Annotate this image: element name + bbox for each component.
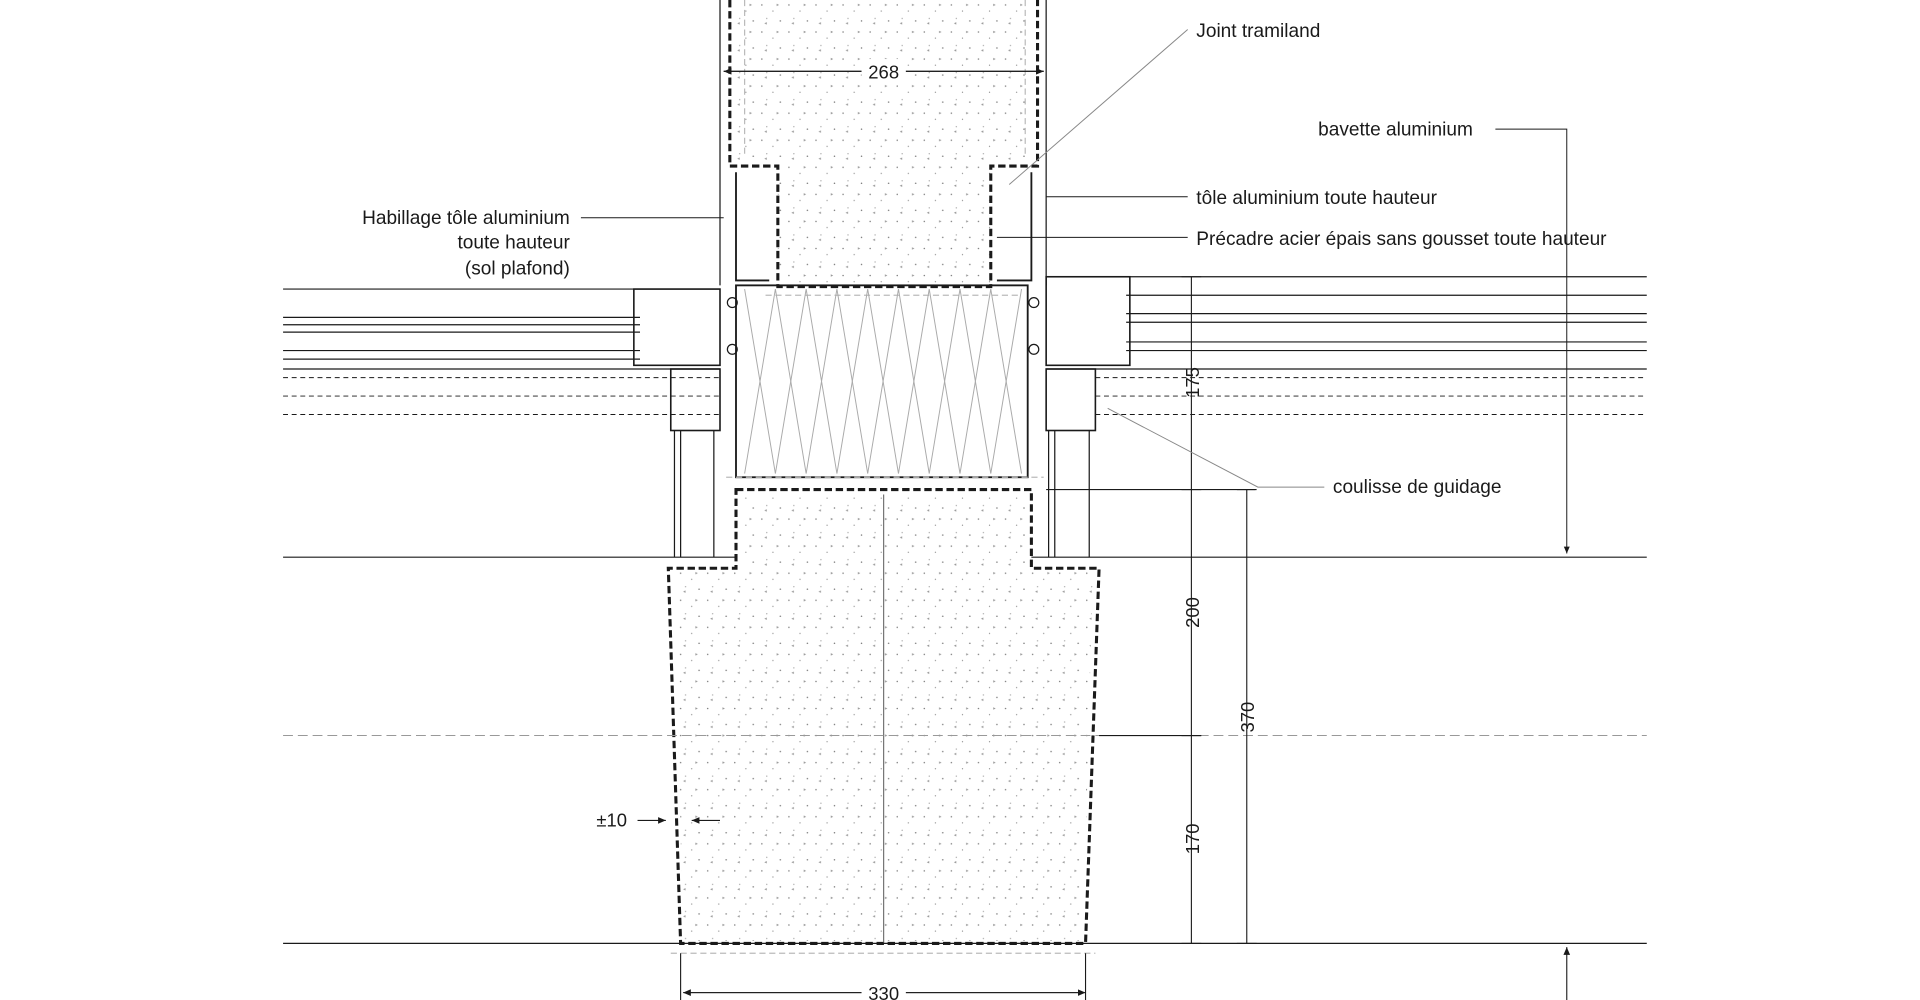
dim-175: 175 bbox=[1182, 367, 1203, 398]
left-window-frame bbox=[283, 288, 738, 558]
label-habillage-line1: Habillage tôle aluminium bbox=[362, 208, 570, 229]
label-coulisse-guidage: coulisse de guidage bbox=[1333, 477, 1502, 498]
lower-concrete-wall bbox=[666, 476, 1101, 954]
reference-lines bbox=[283, 377, 1647, 945]
dim-top-width: 268 bbox=[868, 62, 899, 83]
dim-bottom-width: 330 bbox=[868, 983, 899, 1000]
leader-lines bbox=[580, 29, 1570, 554]
label-precadre-acier: Précadre acier épais sans gousset toute … bbox=[1196, 229, 1607, 250]
dim-tolerance: ±10 bbox=[596, 810, 627, 831]
label-joint-tramiland: Joint tramiland bbox=[1196, 21, 1320, 42]
dim-370: 370 bbox=[1237, 702, 1258, 733]
label-habillage-line2: toute hauteur bbox=[457, 232, 570, 253]
dim-170: 170 bbox=[1182, 823, 1203, 854]
insulation-block bbox=[735, 284, 1029, 479]
right-window-frame bbox=[1028, 275, 1647, 558]
upper-concrete-wall bbox=[719, 0, 1047, 296]
dim-200: 200 bbox=[1182, 597, 1203, 628]
label-bavette-aluminium: bavette aluminium bbox=[1318, 119, 1473, 140]
label-habillage-line3: (sol plafond) bbox=[465, 258, 570, 279]
label-tole-aluminium: tôle aluminium toute hauteur bbox=[1196, 188, 1437, 209]
